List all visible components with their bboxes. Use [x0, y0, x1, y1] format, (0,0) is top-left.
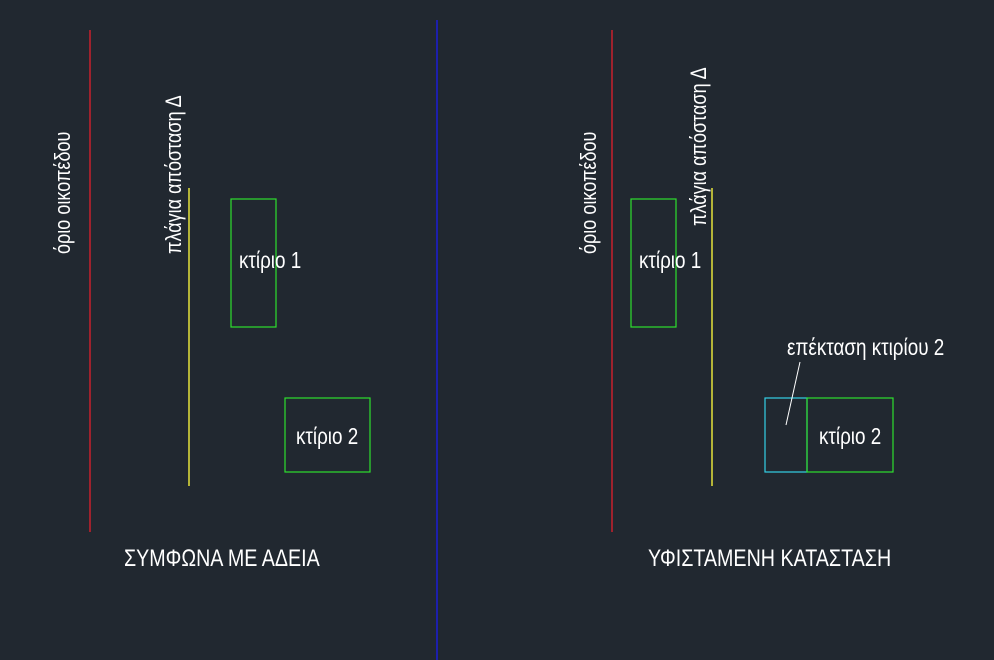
- right-boundary-label: όριο οικοπέδου: [576, 131, 601, 254]
- left-building2-label: κτίριο 2: [296, 423, 359, 449]
- left-building1-outline: [230, 198, 277, 328]
- left-building1-label: κτίριο 1: [239, 247, 302, 273]
- left-boundary-label: όριο οικοπέδου: [50, 131, 75, 254]
- left-building2-outline: [284, 397, 371, 473]
- right-extension-label: επέκταση κτιρίου 2: [787, 334, 945, 360]
- right-building1-label: κτίριο 1: [639, 247, 702, 273]
- right-building2-outline: [806, 397, 894, 473]
- right-building1-outline: [630, 198, 677, 328]
- right-extension-outline: [764, 397, 808, 473]
- right-setback-label: πλάγια απόσταση Δ: [686, 67, 711, 226]
- right-building2-label: κτίριο 2: [819, 423, 882, 449]
- left-caption: ΣΥΜΦΩΝΑ ΜΕ ΑΔΕΙΑ: [124, 545, 320, 572]
- extension-leader-line: [785, 361, 801, 426]
- left-setback-label: πλάγια απόσταση Δ: [161, 95, 186, 254]
- right-caption: ΥΦΙΣΤΑΜΕΝΗ ΚΑΤΑΣΤΑΣΗ: [648, 545, 892, 572]
